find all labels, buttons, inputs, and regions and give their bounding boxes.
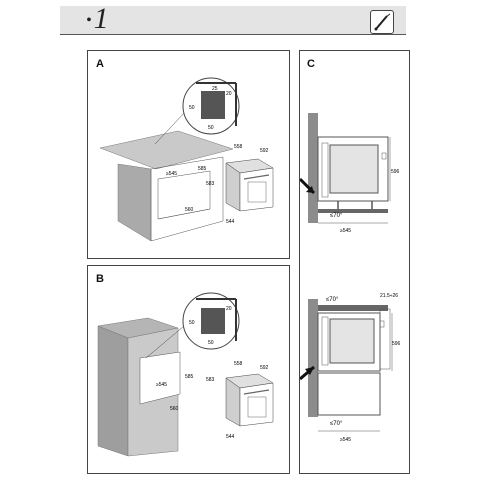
panel-c-label: C <box>307 58 315 70</box>
oven-b-front <box>239 382 274 427</box>
c-bottom-angle2: ≤70° <box>330 421 343 427</box>
panel-a-diagram: 50 50 20 25 ≥545 585 560 583 558 592 544 <box>99 77 274 242</box>
c-top-angle: ≤70° <box>330 213 343 219</box>
detail-dim-50h: 50 <box>208 125 214 131</box>
column-niche <box>139 351 181 405</box>
oven-section-top <box>317 136 389 202</box>
dim-583: 583 <box>206 181 215 187</box>
panel-b-diagram: 50 50 20 ≥545 585 560 583 558 592 544 <box>97 292 274 457</box>
panel-a-label: A <box>96 58 104 70</box>
oven-front <box>239 167 274 212</box>
detail-b-dim-50h: 50 <box>208 340 214 346</box>
page-number: •1 <box>86 2 109 38</box>
dim-b-560: 560 <box>170 406 179 412</box>
detail-vent <box>201 91 225 119</box>
oven-b-dim-558: 558 <box>234 361 243 367</box>
header-bar <box>60 6 406 34</box>
cabinet-top-bottom <box>318 305 388 311</box>
column-side <box>97 325 129 457</box>
detail-dim-25: 25 <box>212 86 218 92</box>
panel-c: C 596 ≤70° ≥545 ≤70° 21.5÷26 596 ≤70° <box>298 50 410 474</box>
c-bottom-gap: 21.5÷26 <box>380 293 398 299</box>
detail-dim-20: 20 <box>226 91 232 97</box>
wall-top <box>308 113 318 223</box>
dim-560: 560 <box>185 207 194 213</box>
dim-b-545: ≥545 <box>156 382 167 388</box>
shelf-top <box>318 209 388 213</box>
dim-585: 585 <box>198 166 207 172</box>
detail-vent-b <box>201 308 225 334</box>
dim-545: ≥545 <box>166 171 177 177</box>
page-bullet: • <box>86 12 92 30</box>
wall-bottom <box>308 299 318 417</box>
detail-b-dim-50v: 50 <box>189 320 195 326</box>
oven-b-dim-544: 544 <box>226 434 235 440</box>
page-number-value: 1 <box>93 2 109 35</box>
dim-b-583: 583 <box>206 377 215 383</box>
oven-dim-558: 558 <box>234 144 243 150</box>
c-bottom-dim-596: 596 <box>392 341 401 347</box>
c-bottom-angle: ≤70° <box>326 297 339 303</box>
oven-door-bottom <box>329 318 375 364</box>
oven-dim-544: 544 <box>226 219 235 225</box>
panel-a: A 50 50 20 25 ≥545 585 560 583 558 592 5… <box>87 50 290 259</box>
oven-dim-592: 592 <box>260 148 269 154</box>
dim-b-585: 585 <box>185 374 194 380</box>
panel-c-diagram: 596 ≤70° ≥545 ≤70° 21.5÷26 596 ≤70° ≥545 <box>298 113 401 443</box>
detail-b-dim-20: 20 <box>226 306 232 312</box>
panel-b-label: B <box>96 273 104 285</box>
countertop <box>99 130 234 170</box>
c-top-dim-545: ≥545 <box>340 228 351 234</box>
cabinet-side <box>117 163 152 242</box>
c-bottom-dim-545: ≥545 <box>340 437 351 443</box>
detail-dim-50v: 50 <box>189 105 195 111</box>
cabinet-front <box>150 156 224 242</box>
oven-door-top <box>329 144 379 194</box>
base-cabinet <box>317 372 381 416</box>
c-top-dim-596: 596 <box>391 169 400 175</box>
cabinet-niche <box>157 170 211 220</box>
header-rule <box>60 34 406 35</box>
oven-b-dim-592: 592 <box>260 365 269 371</box>
screwdriver-icon <box>370 10 394 34</box>
panel-b: B 50 50 20 ≥545 585 560 583 558 592 544 <box>87 265 290 474</box>
